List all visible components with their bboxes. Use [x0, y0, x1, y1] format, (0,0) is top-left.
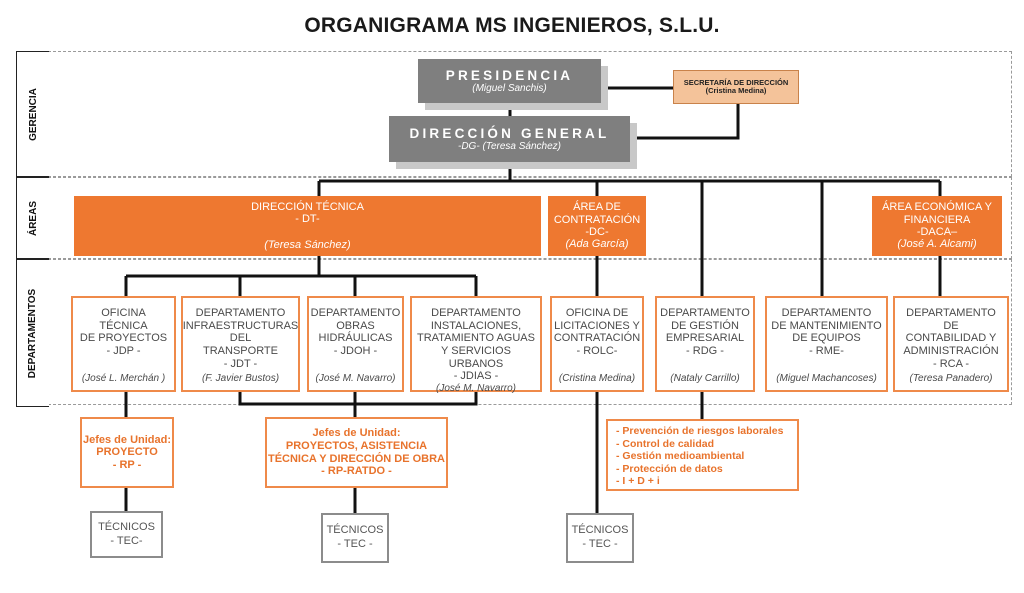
area-economica-code: -DACA–	[916, 226, 958, 238]
direccion-general-person: -DG- (Teresa Sánchez)	[458, 140, 561, 152]
tecnicos-box-3: TÉCNICOS - TEC -	[566, 513, 634, 563]
dept-person: (Miguel Machancoses)	[776, 372, 877, 384]
function-item: - Gestión medioambiental	[616, 450, 745, 463]
dept-person: (José M. Navarro)	[435, 382, 516, 394]
dept-person: (Nataly Carrillo)	[670, 372, 740, 384]
function-item: - Control de calidad	[616, 437, 715, 450]
area-tecnica-person: (Teresa Sánchez)	[264, 238, 351, 251]
dept-person: (José M. Navarro)	[315, 372, 396, 384]
function-item: - Protección de datos	[616, 462, 723, 475]
presidencia-title: PRESIDENCIA	[445, 67, 574, 83]
area-economica-person: (José A. Alcami)	[897, 238, 977, 251]
area-economica: ÁREA ECONÓMICA Y FINANCIERA -DACA– (José…	[872, 196, 1002, 256]
presidencia-person: (Miguel Sanchis)	[472, 82, 547, 94]
secretaria-title: SECRETARÍA DE DIRECCIÓN	[683, 77, 789, 87]
jefes-unidad-ratdo: Jefes de Unidad: PROYECTOS, ASISTENCIA T…	[265, 417, 448, 488]
band-label-areas: ÁREAS	[16, 177, 49, 259]
direccion-general-title: DIRECCIÓN GENERAL	[409, 125, 610, 141]
dept-person: (Cristina Medina)	[558, 372, 636, 384]
function-item: - I + D + i	[616, 475, 660, 488]
secretaria-box: SECRETARÍA DE DIRECCIÓN (Cristina Medina…	[673, 70, 799, 104]
area-tecnica-code: - DT-	[295, 213, 320, 226]
area-contratacion-code: -DC-	[585, 226, 609, 238]
area-contratacion-title1: ÁREA DE	[573, 201, 621, 214]
function-item: - Prevención de riesgos laborales	[616, 425, 784, 437]
area-tecnica-title: DIRECCIÓN TÉCNICA	[251, 201, 364, 213]
tecnicos-box-1: TÉCNICOS - TEC-	[90, 511, 163, 558]
page-title: ORGANIGRAMA MS INGENIEROS, S.L.U.	[304, 14, 720, 37]
area-contratacion: ÁREA DE CONTRATACIÓN -DC- (Ada García)	[548, 196, 646, 256]
area-direccion-tecnica: DIRECCIÓN TÉCNICA - DT- (Teresa Sánchez)	[74, 196, 541, 256]
area-contratacion-person: (Ada García)	[565, 238, 629, 251]
area-economica-title1: ÁREA ECONÓMICA Y	[882, 201, 992, 214]
tecnicos-box-2: TÉCNICOS - TEC -	[321, 513, 389, 563]
jefes-unidad-proyecto: Jefes de Unidad: PROYECTO - RP -	[80, 417, 174, 488]
dept-person: (José L. Merchán )	[81, 372, 166, 384]
area-contratacion-title2: CONTRATACIÓN	[553, 213, 641, 226]
area-economica-title2: FINANCIERA	[903, 213, 971, 226]
functions-list: - Prevención de riesgos laborales - Cont…	[606, 419, 799, 491]
dept-person: (Teresa Panadero)	[909, 372, 993, 384]
dept-person: (F. Javier Bustos)	[201, 372, 280, 384]
band-label-departamentos: DEPARTAMENTOS	[16, 259, 49, 407]
band-label-gerencia: GERENCIA	[16, 51, 49, 177]
direccion-general-box: DIRECCIÓN GENERAL -DG- (Teresa Sánchez)	[389, 116, 630, 162]
secretaria-person: (Cristina Medina)	[705, 86, 767, 95]
presidencia-box: PRESIDENCIA (Miguel Sanchis)	[418, 59, 601, 103]
